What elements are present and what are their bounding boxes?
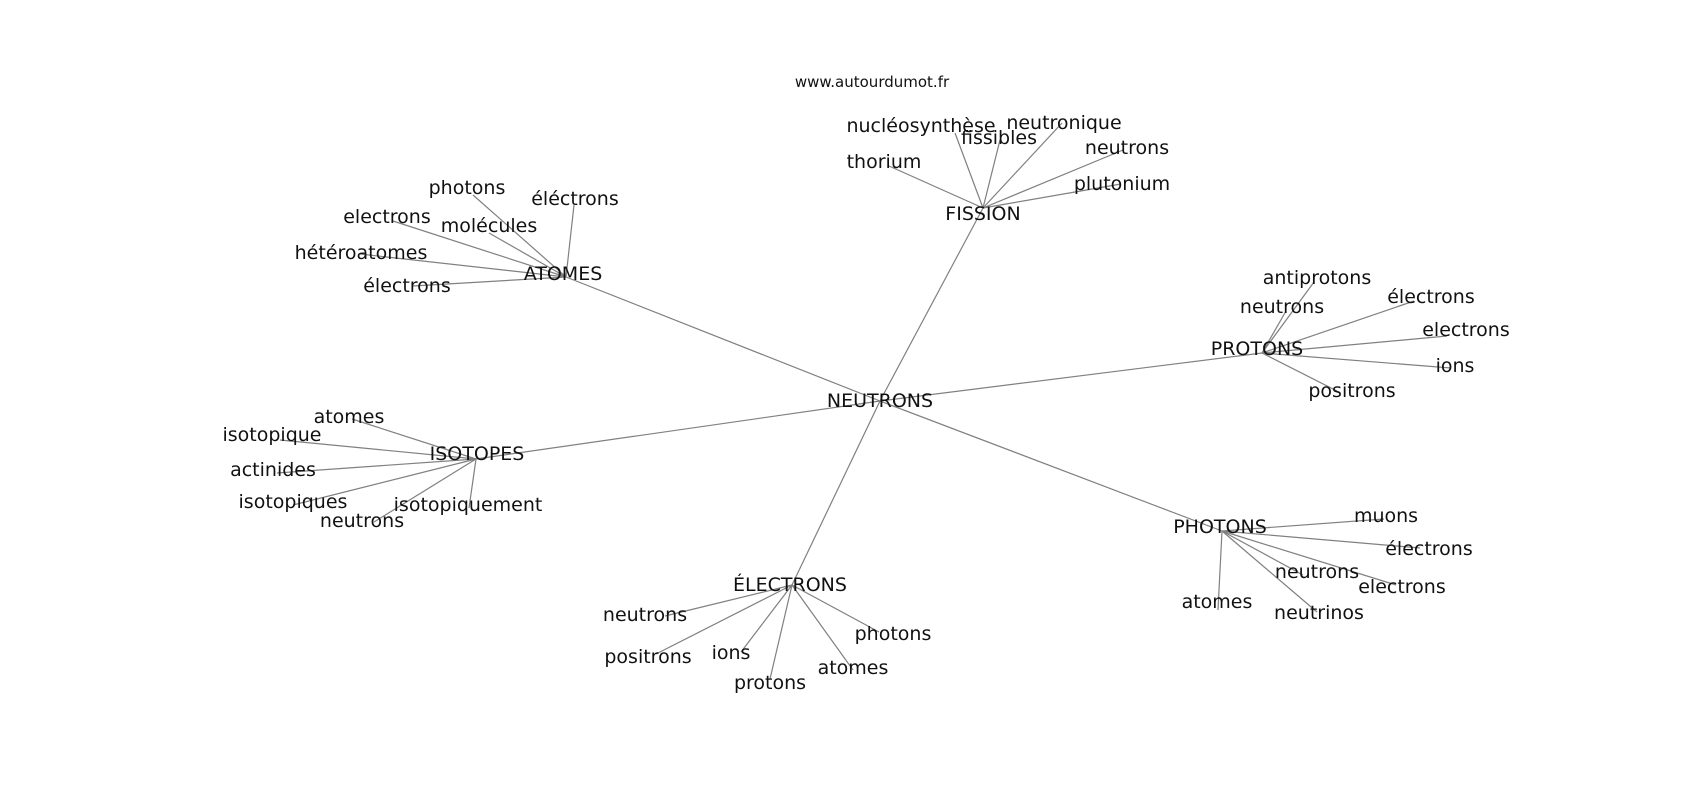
leaf-node-label: positrons [604,646,691,668]
leaf-node-label: neutrons [320,510,404,532]
edge-hub-to-leaf [1261,352,1452,369]
edge-hub-to-leaf [292,458,477,506]
leaf-node-label: thorium [847,151,922,173]
leaf-node-label: isotopique [222,424,321,446]
edges-layer [276,122,1452,680]
edge-hub-to-leaf [1221,530,1304,576]
hub-node-label: ÉLECTRONS [733,573,847,596]
leaf-node-label: atomes [1182,591,1253,613]
leaf-node-label: ions [712,642,751,664]
edge-hub-to-leaf [1221,518,1385,532]
leaf-node-label: fissibles [961,127,1037,149]
hub-node-label: FISSION [945,203,1020,225]
leaf-node-label: éléctrons [531,188,619,210]
leaf-node-label: électrons [1385,538,1473,560]
edge-root-to-hub [475,400,881,460]
edge-hub-to-leaf [279,439,477,460]
leaf-node-label: électrons [363,275,451,297]
leaf-node-label: ions [1436,355,1475,377]
hub-node-label: ATOMES [524,263,603,285]
edge-hub-to-leaf [1217,530,1223,611]
leaf-node-label: electrons [1358,576,1446,598]
edge-root-to-hub [565,276,881,402]
leaf-node-label: électrons [1387,286,1475,308]
hub-node-label: ISOTOPES [430,443,525,465]
edge-hub-to-leaf [982,149,1124,209]
edge-hub-to-leaf [468,458,477,509]
leaf-node-label: isotopiquement [394,494,543,516]
labels-layer: www.autourdumot.fr nucléosynthèsefissibl… [222,73,1509,694]
leaf-node-label: neutrons [1085,137,1169,159]
edge-hub-to-leaf [276,458,477,474]
leaf-node-label: electrons [1422,319,1510,341]
edge-hub-to-leaf [1261,335,1448,354]
edge-hub-to-leaf [1261,300,1415,354]
edge-hub-to-leaf [1221,530,1421,549]
leaf-node-label: positrons [1308,380,1395,402]
leaf-node-label: isotopiques [239,491,348,513]
edge-root-to-hub [791,400,881,586]
edge-hub-to-leaf [740,584,793,653]
leaf-node-label: neutrinos [1274,602,1364,624]
leaf-node-label: protons [734,672,806,694]
leaf-node-label: electrons [343,206,431,228]
edge-root-to-hub [879,352,1263,402]
edge-hub-to-leaf [373,458,477,523]
leaf-node-label: neutronique [1006,112,1121,134]
hub-node-label: PROTONS [1211,338,1303,360]
leaf-node-label: neutrons [603,604,687,626]
edge-hub-to-leaf [359,253,567,278]
leaf-node-label: muons [1354,505,1418,527]
edge-hub-to-leaf [392,220,567,278]
edge-hub-to-leaf [769,584,793,680]
edge-hub-to-leaf [791,584,880,633]
edge-root-to-hub [879,207,984,402]
edge-hub-to-leaf [791,584,854,671]
site-label: www.autourdumot.fr [795,73,950,91]
edge-hub-to-leaf [982,122,1063,209]
edge-hub-to-leaf [982,139,1001,209]
edge-hub-to-leaf [351,418,477,460]
edge-hub-to-leaf [655,584,793,655]
leaf-node-label: antiprotons [1263,267,1372,289]
edge-hub-to-leaf [954,132,984,209]
edge-hub-to-leaf [1221,530,1318,613]
edge-hub-to-leaf [664,584,793,617]
edge-hub-to-leaf [565,204,575,278]
edge-hub-to-leaf [472,194,567,278]
edge-hub-to-leaf [1261,310,1287,354]
leaf-node-label: atomes [818,657,889,679]
edge-root-to-hub [879,400,1223,532]
leaf-node-label: nucléosynthèse [846,115,995,137]
leaf-node-label: photons [855,623,932,645]
edge-hub-to-leaf [1261,281,1315,354]
leaf-node-label: atomes [314,406,385,428]
leaf-node-label: neutrons [1275,561,1359,583]
leaf-node-label: photons [429,177,506,199]
leaf-node-label: actinides [230,459,316,481]
edge-hub-to-leaf [1261,352,1338,392]
edge-hub-to-leaf [412,276,567,287]
edge-hub-to-leaf [888,165,984,209]
edge-hub-to-leaf [488,232,567,278]
edge-hub-to-leaf [982,183,1122,209]
leaf-node-label: hétéroatomes [295,242,428,264]
leaf-node-label: molécules [441,215,537,237]
leaf-node-label: plutonium [1074,173,1170,195]
edge-hub-to-leaf [1221,530,1397,586]
leaf-node-label: neutrons [1240,296,1324,318]
hub-node-label: PHOTONS [1173,516,1267,538]
root-node-label: NEUTRONS [827,390,933,412]
